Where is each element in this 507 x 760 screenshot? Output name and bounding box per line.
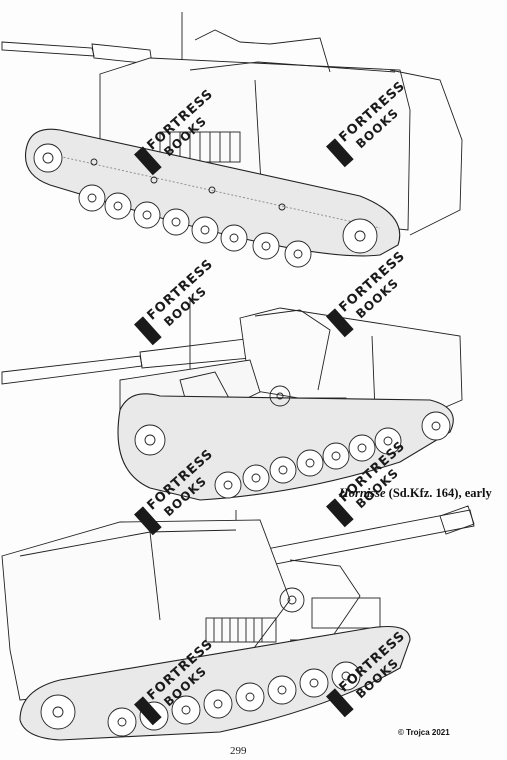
hornisse-drawing-bottom bbox=[1, 505, 475, 741]
hornisse-drawing-top bbox=[1, 12, 463, 268]
drawing-caption: Hornisse (Sd.Kfz. 164), early bbox=[339, 486, 492, 501]
caption-vehicle-name: Hornisse bbox=[339, 486, 386, 500]
copyright-notice: © Trojca 2021 bbox=[398, 728, 450, 737]
caption-designation: (Sd.Kfz. 164), early bbox=[385, 486, 492, 500]
hornisse-drawing-middle bbox=[1, 300, 463, 501]
page-number: 299 bbox=[230, 745, 247, 757]
